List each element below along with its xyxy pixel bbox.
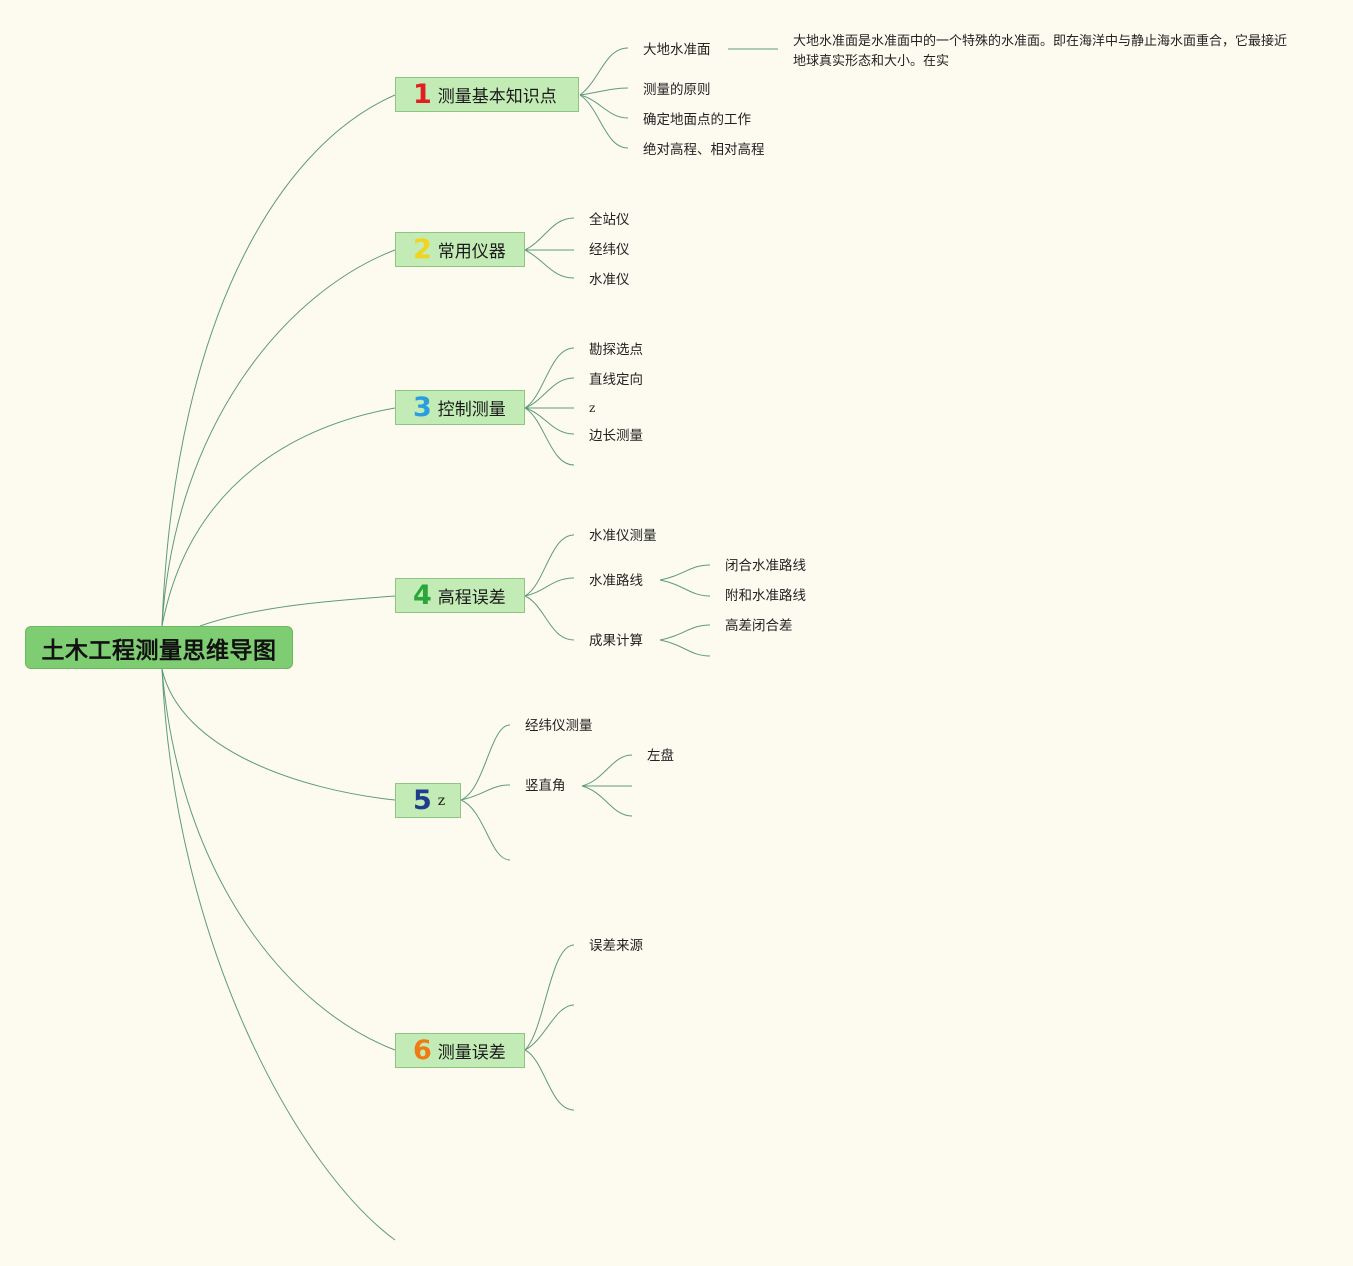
connector: [460, 784, 511, 801]
branch-topic-2[interactable]: 2 常用仪器: [395, 232, 525, 267]
connector: [524, 577, 575, 597]
subtopic-result-calc[interactable]: 成果计算: [589, 633, 643, 649]
connector: [659, 639, 711, 657]
connector: [524, 1004, 575, 1051]
number-4-icon: 4: [413, 580, 432, 611]
subtopic-theodolite-measure[interactable]: 经纬仪测量: [525, 718, 593, 734]
subtopic-leveling[interactable]: 水准仪测量: [589, 528, 657, 544]
branch-topic-5[interactable]: 5 z: [395, 783, 461, 818]
number-5-icon: 5: [413, 785, 432, 816]
branch-topic-3[interactable]: 3 控制测量: [395, 390, 525, 425]
subtopic-total-station[interactable]: 全站仪: [589, 212, 630, 228]
connector: [161, 407, 396, 627]
branch-label: 测量误差: [437, 1043, 506, 1063]
branch-topic-1[interactable]: 1 测量基本知识点: [395, 77, 579, 112]
subtopic-vertical-angle[interactable]: 竖直角: [525, 778, 566, 794]
connector: [161, 668, 396, 801]
number-2-icon: 2: [413, 234, 432, 265]
connector: [579, 47, 629, 96]
branch-topic-4[interactable]: 4 高程误差: [395, 578, 525, 613]
subtopic-closure-error[interactable]: 高差闭合差: [725, 618, 793, 634]
subtopic-line-orientation[interactable]: 直线定向: [589, 372, 643, 388]
connector: [524, 217, 575, 251]
subtopic-z[interactable]: z: [589, 401, 596, 415]
geoid-note[interactable]: 大地水准面是水准面中的一个特殊的水准面。即在海洋中与静止海水面重合，它最接近地球…: [793, 34, 1288, 69]
branch-label: z: [437, 792, 446, 809]
subtopic-principle[interactable]: 测量的原则: [643, 82, 711, 98]
subtopic-closed-route[interactable]: 闭合水准路线: [725, 558, 806, 574]
connector: [581, 785, 633, 817]
subtopic-elevation[interactable]: 绝对高程、相对高程: [643, 142, 765, 158]
number-6-icon: 6: [413, 1035, 432, 1066]
subtopic-attached-route[interactable]: 附和水准路线: [725, 588, 806, 604]
subtopic-geoid[interactable]: 大地水准面: [643, 42, 711, 58]
subtopic-ground-point[interactable]: 确定地面点的工作: [643, 112, 751, 128]
connector: [524, 1049, 575, 1111]
branch-topic-6[interactable]: 6 测量误差: [395, 1033, 525, 1068]
connector: [199, 595, 396, 627]
connector: [161, 668, 396, 1241]
connector: [161, 668, 396, 1051]
connector: [579, 87, 629, 96]
connector: [524, 534, 575, 597]
subtopic-side-length[interactable]: 边长测量: [589, 428, 643, 444]
connector: [460, 724, 511, 801]
subtopic-left-face[interactable]: 左盘: [647, 748, 674, 764]
connector: [524, 249, 575, 279]
connector: [460, 799, 511, 861]
number-3-icon: 3: [413, 392, 432, 423]
connector: [579, 94, 629, 119]
connector: [524, 944, 575, 1051]
connector: [524, 407, 575, 466]
connector: [161, 249, 396, 627]
connector: [659, 624, 711, 641]
branch-label: 控制测量: [437, 400, 506, 420]
number-1-icon: 1: [413, 79, 432, 110]
connector: [659, 564, 711, 581]
connector: [581, 754, 633, 787]
subtopic-reconnaissance[interactable]: 勘探选点: [589, 342, 643, 358]
subtopic-level-route[interactable]: 水准路线: [589, 573, 643, 589]
connector: [524, 595, 575, 641]
connector: [579, 94, 629, 149]
subtopic-level[interactable]: 水准仪: [589, 272, 630, 288]
connector: [524, 377, 575, 409]
branch-label: 常用仪器: [437, 242, 506, 262]
subtopic-theodolite[interactable]: 经纬仪: [589, 242, 630, 258]
subtopic-error-source[interactable]: 误差来源: [589, 938, 643, 954]
branch-label: 高程误差: [437, 588, 506, 608]
connector: [161, 94, 396, 627]
connector: [524, 407, 575, 435]
connector: [659, 579, 711, 597]
connector: [524, 347, 575, 409]
root-topic[interactable]: 土木工程测量思维导图: [25, 626, 293, 669]
branch-label: 测量基本知识点: [437, 87, 557, 107]
